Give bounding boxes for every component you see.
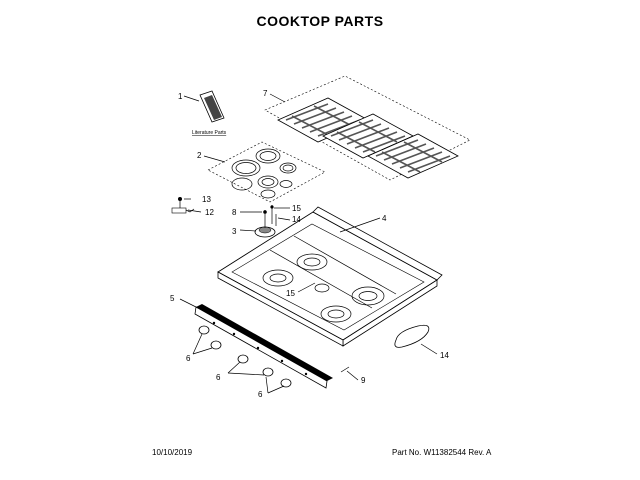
page-title: COOKTOP PARTS — [256, 13, 384, 29]
callout-7: 7 — [263, 89, 268, 98]
callout-11: 13 — [202, 195, 211, 204]
callout-4: 4 — [382, 214, 387, 223]
callout-9: 9 — [361, 376, 366, 385]
callout-6a: 6 — [186, 354, 191, 363]
burner-base — [254, 205, 277, 238]
callout-6c: 6 — [258, 390, 263, 399]
grates — [264, 75, 471, 181]
callout-1: 1 — [178, 92, 183, 101]
literature-parts-label: Literature Parts — [192, 130, 227, 136]
callout-2: 2 — [197, 151, 202, 160]
footer-date: 10/10/2019 — [152, 448, 193, 457]
small-parts — [340, 324, 430, 373]
burner-caps-set — [207, 141, 326, 203]
leader-lines — [179, 93, 438, 394]
callout-14: 14 — [440, 351, 449, 360]
callout-10: 12 — [205, 208, 214, 217]
callout-13: 15 — [292, 204, 301, 213]
callout-8: 8 — [232, 208, 237, 217]
callout-3: 3 — [232, 227, 237, 236]
callout-15: 15 — [286, 289, 295, 298]
control-manifold-panel — [194, 304, 333, 389]
literature-booklet — [199, 90, 225, 123]
callout-5: 5 — [170, 294, 175, 303]
callout-12: 14 — [292, 215, 301, 224]
callout-6b: 6 — [216, 373, 221, 382]
cooktop-panel — [217, 206, 443, 347]
igniter-screw-parts — [171, 197, 195, 214]
knobs — [198, 325, 292, 388]
footer-part-number: Part No. W11382544 Rev. A — [392, 448, 492, 457]
